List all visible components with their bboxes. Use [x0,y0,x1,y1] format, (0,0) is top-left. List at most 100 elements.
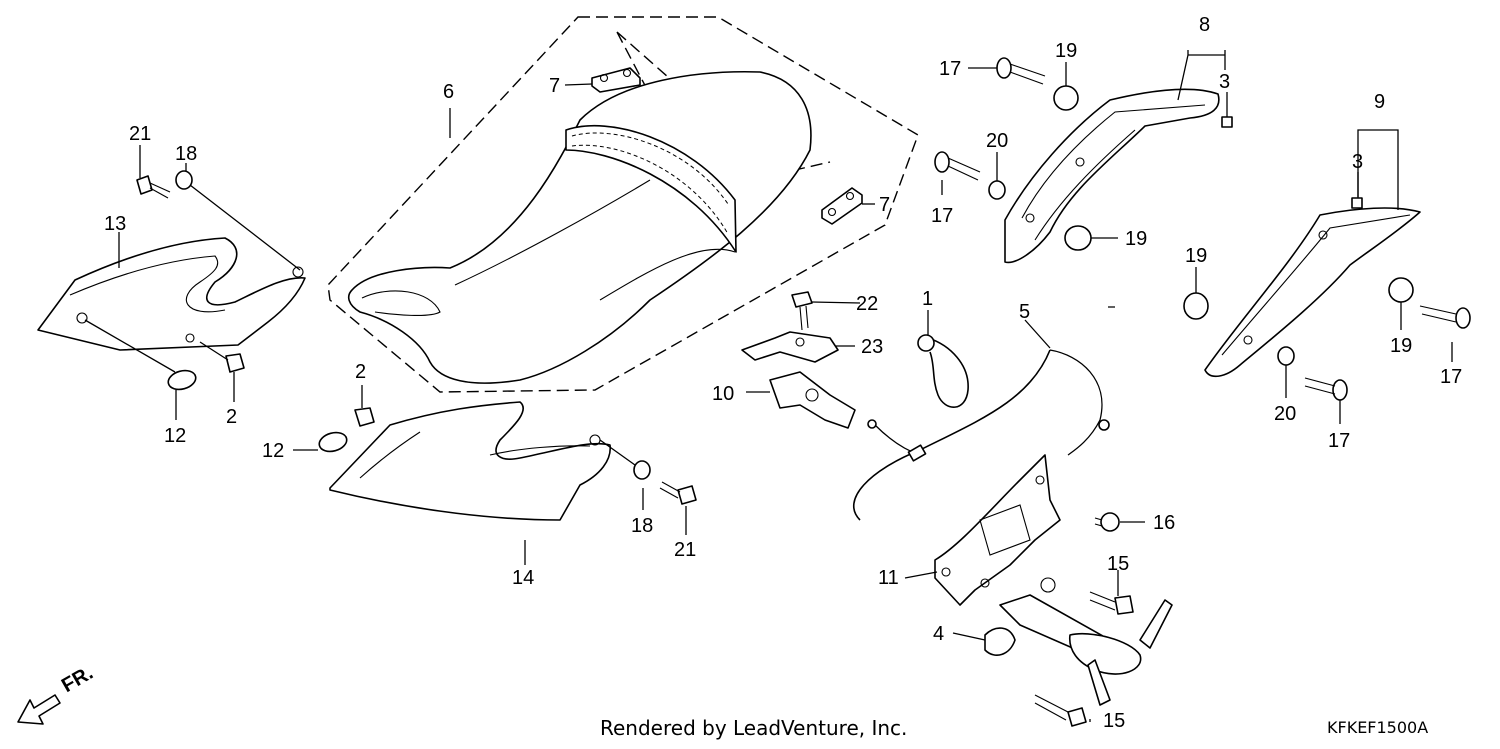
callout-12-center[interactable]: 12 [262,440,284,462]
left-side-cover[interactable] [37,237,306,351]
callout-4[interactable]: 4 [933,623,944,645]
clip-right[interactable] [1351,197,1363,209]
lock-bracket[interactable] [934,454,1061,606]
rubber-middle[interactable] [1064,225,1092,251]
right-rear-cowl-hole-2 [1243,335,1253,345]
callout-3-right[interactable]: 3 [1352,151,1363,173]
screw[interactable] [1094,512,1120,532]
right-side-cover-body [329,401,611,521]
direction-arrow [17,694,61,725]
collar-left[interactable] [225,353,245,373]
seat-lock-cable[interactable] [853,349,1110,521]
callout-15-upper[interactable]: 15 [1107,553,1129,575]
clip-upper[interactable] [1221,116,1233,128]
washer-center[interactable] [633,460,651,480]
catch-plate[interactable] [741,331,839,363]
left-side-cover-tab [292,266,304,278]
callout-8[interactable]: 8 [1199,14,1210,36]
catch-plate-hole [795,337,805,347]
callout-20-upper[interactable]: 20 [986,130,1008,152]
callout-2-center[interactable]: 2 [355,361,366,383]
seat-stitch-top [571,132,729,205]
bolt-upper[interactable] [1089,591,1134,615]
bolt-cowl-top-head [996,57,1012,79]
seat-rear-hump [361,290,441,317]
callout-1[interactable]: 1 [922,288,933,310]
footer-credit: Rendered by LeadVenture, Inc. [600,716,908,740]
callout-7-rear[interactable]: 7 [879,194,890,216]
band[interactable] [917,334,969,408]
seat-bracket-front[interactable] [591,67,641,93]
callout-2-left[interactable]: 2 [226,406,237,428]
callout-20-right[interactable]: 20 [1274,403,1296,425]
bolt-left-head [136,175,153,195]
callout-11[interactable]: 11 [878,567,899,589]
callout-19-middle[interactable]: 19 [1125,228,1147,250]
callout-21-center[interactable]: 21 [674,539,696,561]
callout-3-upper[interactable]: 3 [1219,71,1230,93]
callout-7-front[interactable]: 7 [549,75,560,97]
callout-16[interactable]: 16 [1153,512,1175,534]
fr-arrow-icon [17,694,61,725]
bolt-center[interactable] [659,481,697,505]
callout-17-top[interactable]: 17 [939,58,961,80]
callout-19-top[interactable]: 19 [1055,40,1077,62]
callout-12-left[interactable]: 12 [164,425,186,447]
callout-10[interactable]: 10 [712,383,734,405]
seat-band [565,124,737,253]
seat-lock-lever [1087,659,1111,706]
callout-13[interactable]: 13 [104,213,126,235]
seat[interactable] [347,70,812,384]
seat-catch[interactable] [769,371,856,429]
seat-lock-clip [984,627,1016,656]
seat-catch-body [769,371,856,429]
seat-lock[interactable] [984,577,1173,706]
upper-rear-cowl-hole [1075,157,1085,167]
bolt-catch-shank [799,305,809,331]
lock-bracket-hole-3 [1035,475,1045,485]
seat-contour [454,179,736,301]
seat-bracket-rear[interactable] [821,187,863,225]
bolt-cowl-top[interactable] [996,57,1046,85]
bolt-lower[interactable] [1034,694,1087,727]
callout-18-left[interactable]: 18 [175,143,197,165]
collar-center[interactable] [354,407,375,427]
rubber-right[interactable] [1388,277,1414,303]
bolt-cowl-right-upper[interactable] [1419,305,1471,329]
grommet-center[interactable] [317,430,349,455]
callout-17-right-upper[interactable]: 17 [1440,366,1462,388]
callout-14[interactable]: 14 [512,567,534,589]
screw-shank [1094,517,1103,527]
collar-left-body [225,353,245,373]
callout-5[interactable]: 5 [1019,301,1030,323]
callout-19-right[interactable]: 19 [1390,335,1412,357]
washer-left[interactable] [175,170,193,190]
callout-21-left[interactable]: 21 [129,123,151,145]
upper-rear-cowl[interactable] [1004,88,1220,264]
washer-cowl-right[interactable] [1277,346,1295,366]
callout-23[interactable]: 23 [861,336,883,358]
callout-17-middle[interactable]: 17 [931,205,953,227]
left-side-cover-inner [69,255,226,313]
callout-17-right-lower[interactable]: 17 [1328,430,1350,452]
bolt-left-shank [149,182,171,199]
washer-cowl-upper[interactable] [988,180,1006,200]
rubber-top[interactable] [1053,85,1079,111]
callout-15-lower[interactable]: 15 [1103,710,1125,732]
callout-22[interactable]: 22 [856,293,878,315]
bolt-lower-shank [1034,694,1069,721]
bolt-catch[interactable] [791,291,813,331]
grommet-left[interactable] [166,368,198,393]
seat-stitch-bottom [571,144,729,235]
rubber-right-left[interactable] [1183,292,1209,320]
callout-9[interactable]: 9 [1374,91,1385,113]
seat-boundary [327,16,919,393]
callout-6[interactable]: 6 [443,81,454,103]
callout-19-right-left[interactable]: 19 [1185,245,1207,267]
bolt-cowl-middle[interactable] [934,151,981,181]
bolt-left[interactable] [136,175,171,199]
right-side-cover[interactable] [329,401,611,521]
right-rear-cowl[interactable] [1204,207,1421,378]
callout-18-center[interactable]: 18 [631,515,653,537]
bolt-cowl-right-lower[interactable] [1304,377,1348,401]
